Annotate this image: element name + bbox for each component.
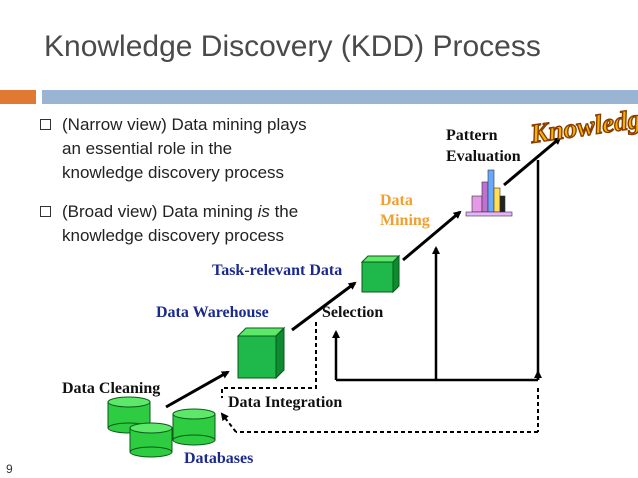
label-databases: Databases — [184, 450, 254, 467]
bullet-1-line-1: (Narrow view) Data mining plays — [62, 115, 307, 134]
dotted-integration-loop — [221, 322, 317, 398]
bullet-broad-view: (Broad view) Data mining is the knowledg… — [40, 200, 360, 248]
bullet-1-line-2: an essential role in the — [62, 139, 233, 158]
bullet-2-emphasis: is — [257, 202, 270, 221]
label-task-relevant-data: Task-relevant Data — [212, 262, 343, 279]
pattern-bars-icon — [465, 169, 513, 217]
label-data-warehouse: Data Warehouse — [156, 304, 269, 321]
arrow-mining-to-patterns — [402, 210, 462, 262]
label-data-integration: Data Integration — [228, 394, 343, 411]
knowledge-wordart: Knowledge — [528, 102, 638, 149]
bullet-2-line-1-post: the — [269, 202, 299, 221]
knowledge-logo: Knowledge — [527, 101, 638, 149]
label-selection: Selection — [322, 304, 384, 321]
task-relevant-data-cube — [360, 254, 401, 294]
arrow-warehouse-to-task-data — [291, 281, 357, 332]
bullet-2-line-1: (Broad view) Data mining is the — [62, 200, 298, 224]
label-data-mining-1: Data — [380, 192, 413, 209]
arrow-evaluation-to-knowledge — [503, 136, 562, 187]
title-underline-bar — [42, 90, 638, 104]
database-cylinder — [129, 422, 173, 458]
page-number: 9 — [6, 462, 13, 476]
database-cylinder — [172, 408, 216, 446]
bullet-2-line-1-pre: (Broad view) Data mining — [62, 202, 258, 221]
bullet-square-icon — [40, 206, 51, 217]
label-data-cleaning: Data Cleaning — [62, 380, 161, 397]
label-evaluation: Evaluation — [446, 148, 521, 165]
data-warehouse-cube — [236, 326, 286, 380]
bullet-1-line-3: knowledge discovery process — [62, 163, 285, 182]
label-data-mining-2: Mining — [380, 212, 430, 229]
bullet-square-icon — [40, 119, 51, 130]
title-accent-bar — [0, 90, 36, 104]
label-pattern: Pattern — [446, 127, 498, 144]
bullet-2-line-2: knowledge discovery process — [62, 226, 285, 245]
bullet-narrow-view: (Narrow view) Data mining plays an essen… — [40, 113, 360, 185]
slide-title: Knowledge Discovery (KDD) Process — [44, 30, 541, 63]
arrow-cleaning-to-warehouse — [165, 370, 230, 409]
dotted-arrow-to-databases — [220, 412, 237, 433]
